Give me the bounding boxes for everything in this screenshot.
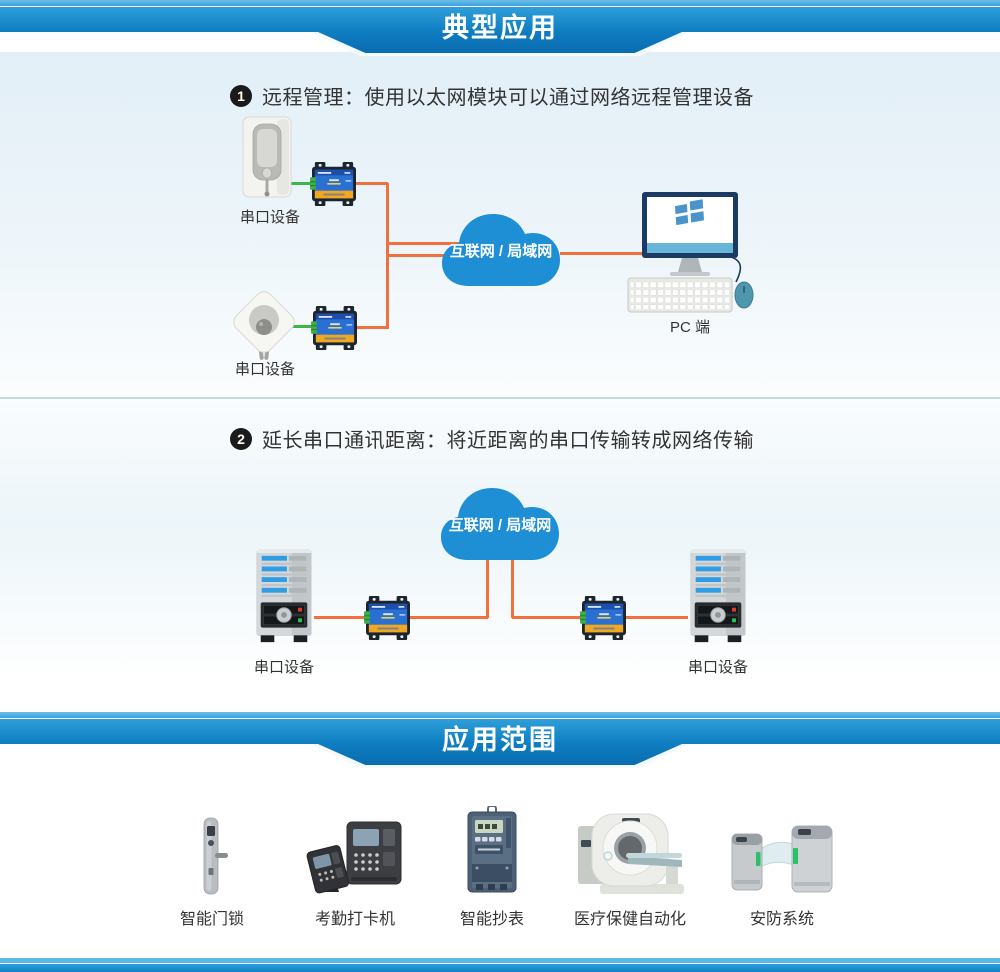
- bottom-banner-title: 应用范围: [442, 725, 558, 755]
- pc-icon: [627, 192, 754, 313]
- section-heading-1: 1 远程管理：使用以太网模块可以通过网络远程管理设备: [230, 81, 754, 110]
- section-heading-2: 2 延长串口通讯距离：将近距离的串口传输转成网络传输: [230, 424, 754, 453]
- orange-link-line: [387, 254, 460, 257]
- top-banner-trapezoid: [318, 32, 682, 53]
- app-item-smart-meter: 智能抄表: [427, 806, 557, 929]
- orange-link-line: [624, 616, 688, 619]
- top-banner-light-strip: [0, 0, 1000, 7]
- section-number-2-icon: 2: [230, 427, 252, 450]
- app-label: 智能抄表: [459, 911, 524, 928]
- orange-link-line: [560, 252, 644, 255]
- server-tower-icon: [256, 549, 312, 643]
- orange-link-line: [355, 326, 388, 329]
- serial-device-label: 串口设备: [239, 209, 300, 226]
- top-banner: 典型应用: [0, 0, 1000, 56]
- cloud-label: 互联网 / 局域网: [448, 517, 552, 534]
- serial-device-label: 串口设备: [253, 659, 314, 676]
- orange-link-line: [486, 552, 489, 618]
- smart-door-lock-icon: [203, 817, 228, 895]
- cloud-label: 互联网 / 局域网: [449, 243, 553, 260]
- orange-link-line: [314, 616, 366, 619]
- bottom-banner-light-strip: [0, 712, 1000, 719]
- section-heading-1-text: 远程管理：使用以太网模块可以通过网络远程管理设备: [262, 87, 754, 109]
- ethernet-module-icon: [310, 162, 356, 206]
- orange-link-line: [354, 182, 388, 185]
- app-item-attendance-machine: 考勤打卡机: [290, 806, 420, 929]
- medical-automation-icon: [578, 813, 684, 894]
- bottom-strip-light: [0, 958, 1000, 964]
- ethernet-module-icon: [364, 596, 410, 640]
- orange-link-line: [511, 552, 514, 618]
- serial-device-label: 串口设备: [234, 361, 295, 378]
- app-item-security-turnstile: 安防系统: [717, 806, 847, 929]
- bottom-banner: 应用范围: [0, 712, 1000, 768]
- app-label: 智能门锁: [179, 911, 244, 928]
- app-label: 医疗保健自动化: [573, 911, 686, 928]
- app-label: 考勤打卡机: [314, 911, 395, 928]
- bottom-strip: [0, 958, 1000, 972]
- orange-link-line: [387, 242, 460, 245]
- internet-cloud-icon: [442, 214, 560, 286]
- app-item-medical-automation: 医疗保健自动化: [562, 806, 698, 929]
- card-reader-device-icon: [242, 116, 292, 198]
- green-serial-line: [290, 182, 312, 185]
- attendance-machine-icon: [306, 821, 402, 894]
- server-tower-icon: [690, 549, 746, 643]
- app-item-smart-door-lock: 智能门锁: [147, 806, 277, 929]
- diamond-sensor-device-icon: [233, 291, 295, 360]
- ethernet-module-icon: [580, 596, 626, 640]
- security-turnstile-icon: [731, 825, 833, 893]
- bottom-banner-bar: [0, 719, 1000, 744]
- smart-meter-icon: [467, 806, 517, 893]
- section-heading-2-text: 延长串口通讯距离：将近距离的串口传输转成网络传输: [262, 430, 754, 452]
- orange-link-line: [410, 616, 488, 619]
- green-serial-line: [293, 325, 313, 328]
- bottom-strip-dark: [0, 964, 1000, 972]
- internet-cloud-icon: [441, 488, 559, 560]
- top-banner-title: 典型应用: [442, 13, 558, 43]
- ethernet-module-icon: [311, 306, 357, 350]
- orange-link-line: [512, 616, 582, 619]
- top-banner-bar: [0, 7, 1000, 32]
- bottom-banner-trapezoid: [318, 744, 682, 765]
- app-label: 安防系统: [749, 911, 814, 928]
- pc-label: PC 端: [669, 319, 710, 336]
- serial-device-label: 串口设备: [687, 659, 748, 676]
- section-number-1-icon: 1: [230, 84, 252, 107]
